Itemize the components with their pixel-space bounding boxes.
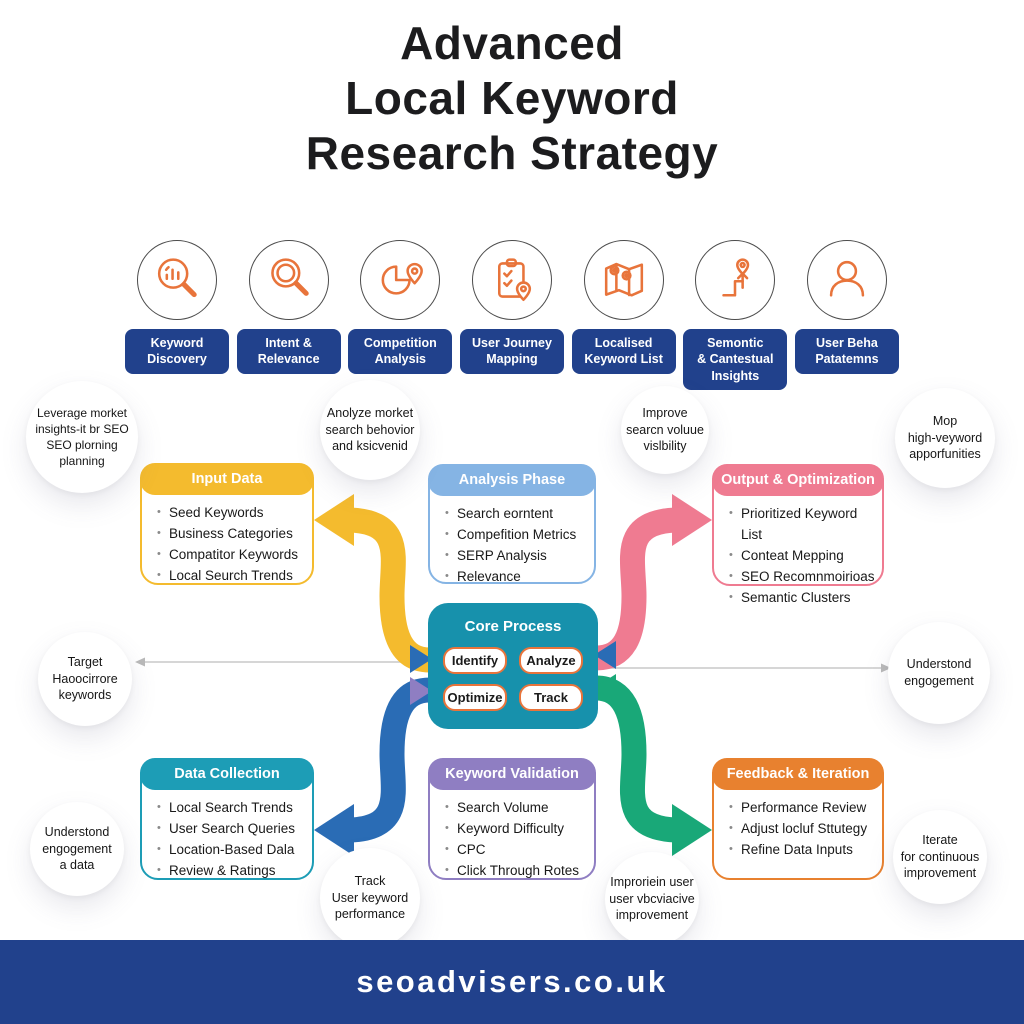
track-button: Track	[519, 684, 583, 711]
list-item: Local Search Trends	[157, 798, 306, 819]
note-bubble: Understond engogement	[888, 622, 990, 724]
note-bubble: Leverage morket insights-it br SEO SEO p…	[26, 381, 138, 493]
data-collection-list: Local Search Trends User Search Queries …	[142, 798, 312, 882]
analyze-button: Analyze	[519, 647, 583, 674]
list-item: CPC	[445, 840, 588, 861]
list-item: Adjust locluf Sttutegy	[729, 819, 876, 840]
pipeline-step-user-behavior: User Beha Patatemns	[794, 240, 899, 390]
list-item: Keyword Difficulty	[445, 819, 588, 840]
pipeline-step-label: User Journey Mapping	[459, 329, 564, 374]
pipeline-step-competition-analysis: Competition Analysis	[348, 240, 453, 390]
analysis-phase-title: Analysis Phase	[428, 464, 596, 496]
list-item: Performance Review	[729, 798, 876, 819]
list-item: Relevance	[445, 567, 588, 588]
feedback-iteration-list: Performance Review Adjust locluf Sttuteg…	[714, 798, 882, 861]
list-item: Seed Keywords	[157, 503, 306, 524]
pipeline-step-label: Keyword Discovery	[125, 329, 229, 374]
core-process-buttons: Identify Analyze Optimize Track	[428, 635, 598, 711]
list-item: Local Seurch Trends	[157, 566, 306, 587]
data-collection-box: Data Collection Local Search Trends User…	[140, 758, 314, 880]
note-bubble: Iterate for continuous improvement	[893, 810, 987, 904]
list-item: Search Volume	[445, 798, 588, 819]
note-bubble: Target Haoocirrore keywords	[38, 632, 132, 726]
pipeline-step-localised-keywords: Localised Keyword List	[571, 240, 676, 390]
input-data-list: Seed Keywords Business Categories Compat…	[142, 503, 312, 587]
map-pins-icon	[583, 240, 664, 320]
keyword-validation-list: Search Volume Keyword Difficulty CPC Cli…	[430, 798, 594, 882]
pipeline-step-user-journey: User Journey Mapping	[459, 240, 564, 390]
pipeline-step-keyword-discovery: Keyword Discovery	[125, 240, 229, 390]
footer-bar: seoadvisers.co.uk	[0, 940, 1024, 1024]
magnifier-chart-icon	[137, 240, 217, 320]
pipeline-step-intent-relevance: Intent & Relevance	[236, 240, 341, 390]
list-item: Business Categories	[157, 524, 306, 545]
list-item: Location-Based Dala	[157, 840, 306, 861]
optimize-button: Optimize	[443, 684, 507, 711]
list-item: Prioritized Keyword List	[729, 504, 876, 546]
identify-button: Identify	[443, 647, 507, 674]
note-bubble: Understond engogement a data	[30, 802, 124, 896]
core-process-box: Core Process Identify Analyze Optimize T…	[428, 603, 598, 729]
keyword-validation-box: Keyword Validation Search Volume Keyword…	[428, 758, 596, 880]
list-item: Refine Data Inputs	[729, 840, 876, 861]
output-optimization-box: Output & Optimization Prioritized Keywor…	[712, 464, 884, 606]
feedback-iteration-box: Feedback & Iteration Performance Review …	[712, 758, 884, 880]
list-item: SEO Recomnmoirioas	[729, 567, 876, 588]
pipeline-step-label: Semontic & Cantestual Insights	[683, 329, 788, 390]
feedback-iteration-title: Feedback & Iteration	[712, 758, 884, 790]
output-optimization-list: Prioritized Keyword List Conteat Mepping…	[714, 504, 882, 609]
core-process-title: Core Process	[464, 618, 562, 635]
note-bubble: Track User keyword performance	[320, 848, 420, 948]
input-data-title: Input Data	[140, 463, 314, 495]
magnifier-icon	[248, 240, 329, 320]
pipeline-step-label: Competition Analysis	[348, 329, 453, 374]
list-item: Compatitor Keywords	[157, 545, 306, 566]
input-data-box: Input Data Seed Keywords Business Catego…	[140, 463, 314, 585]
output-optimization-title: Output & Optimization	[712, 464, 884, 496]
pipeline-step-semantic-insights: Semontic & Cantestual Insights	[683, 240, 788, 390]
note-bubble: Anolyze morket search behovior and ksicv…	[320, 380, 420, 480]
pipeline-step-label: User Beha Patatemns	[794, 329, 899, 374]
list-item: Compefition Metrics	[445, 525, 588, 546]
pipeline-row: Keyword Discovery Intent & Relevance Com…	[125, 240, 899, 390]
list-item: Conteat Mepping	[729, 546, 876, 567]
person-icon	[806, 240, 887, 320]
list-item: Search eorntent	[445, 504, 588, 525]
note-bubble: Improve searcn voluue vislbility	[621, 386, 709, 474]
list-item: Review & Ratings	[157, 861, 306, 882]
keyword-validation-title: Keyword Validation	[428, 758, 596, 790]
list-item: SERP Analysis	[445, 546, 588, 567]
website-url: seoadvisers.co.uk	[356, 964, 668, 999]
checklist-pin-icon	[471, 240, 552, 320]
analysis-phase-list: Search eorntent Compefition Metrics SERP…	[430, 504, 594, 588]
note-bubble: Improriein user user vbcviacive improvem…	[605, 852, 699, 946]
pipeline-step-label: Intent & Relevance	[236, 329, 341, 374]
list-item: Semantic Clusters	[729, 588, 876, 609]
pie-chart-pin-icon	[360, 240, 441, 320]
list-item: Click Through Rotes	[445, 861, 588, 882]
data-collection-title: Data Collection	[140, 758, 314, 790]
list-item: User Search Queries	[157, 819, 306, 840]
analysis-phase-box: Analysis Phase Search eorntent Compefiti…	[428, 464, 596, 585]
page-title: Advanced Local Keyword Research Strategy	[305, 17, 719, 180]
path-arrow-pin-icon	[695, 240, 776, 320]
note-bubble: Mop high-veyword apporfunities	[895, 388, 995, 488]
pipeline-step-label: Localised Keyword List	[571, 329, 676, 374]
